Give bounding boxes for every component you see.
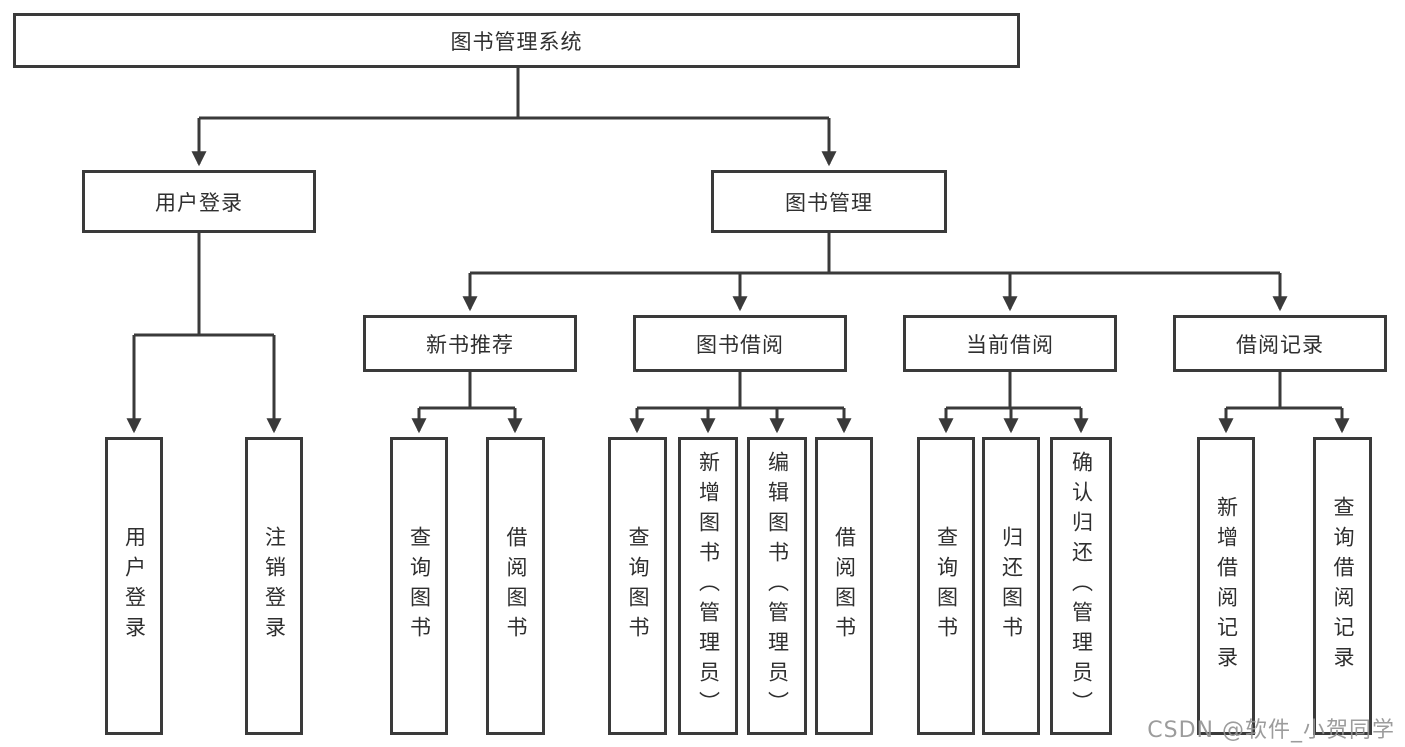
leaf-recommend-borrow-book-label: 借阅图书 xyxy=(504,526,528,646)
leaf-current-query-book: 查询图书 xyxy=(917,437,975,735)
node-borrow-records: 借阅记录 xyxy=(1173,315,1387,372)
csdn-watermark: CSDN @软件_小贺同学 xyxy=(1147,718,1395,743)
leaf-recommend-query-book-label: 查询图书 xyxy=(407,526,432,646)
node-book-borrow-label: 图书借阅 xyxy=(696,332,784,357)
leaf-return-book-label: 归还图书 xyxy=(999,526,1024,646)
node-book-management: 图书管理 xyxy=(711,170,947,233)
leaf-borrow-book-label: 借阅图书 xyxy=(832,526,857,646)
leaf-add-book-admin: 新增图书（管理员） xyxy=(678,437,738,735)
leaf-confirm-return-admin-label: 确认归还（管理员） xyxy=(1069,451,1094,721)
node-borrow-records-label: 借阅记录 xyxy=(1236,332,1324,357)
leaf-user-login: 用户登录 xyxy=(105,437,163,735)
node-root-label: 图书管理系统 xyxy=(450,29,583,54)
leaf-logout-label: 注销登录 xyxy=(262,526,287,646)
node-new-book-recommend: 新书推荐 xyxy=(363,315,577,372)
leaf-return-book: 归还图书 xyxy=(982,437,1040,735)
leaf-logout: 注销登录 xyxy=(245,437,303,735)
node-current-borrow: 当前借阅 xyxy=(903,315,1117,372)
leaf-add-borrow-record: 新增借阅记录 xyxy=(1197,437,1255,735)
leaf-borrow-book: 借阅图书 xyxy=(815,437,873,735)
leaf-add-book-admin-label: 新增图书（管理员） xyxy=(696,451,721,721)
leaf-borrow-query-book: 查询图书 xyxy=(608,437,667,735)
node-user-login-label: 用户登录 xyxy=(155,190,243,215)
node-new-book-recommend-label: 新书推荐 xyxy=(426,332,514,357)
leaf-current-query-book-label: 查询图书 xyxy=(934,526,959,646)
leaf-borrow-query-book-label: 查询图书 xyxy=(626,526,650,646)
node-current-borrow-label: 当前借阅 xyxy=(966,332,1054,357)
leaf-recommend-query-book: 查询图书 xyxy=(390,437,448,735)
node-root: 图书管理系统 xyxy=(13,13,1020,68)
node-book-borrow: 图书借阅 xyxy=(633,315,847,372)
leaf-edit-book-admin: 编辑图书（管理员） xyxy=(747,437,807,735)
leaf-add-borrow-record-label: 新增借阅记录 xyxy=(1214,496,1239,676)
leaf-confirm-return-admin: 确认归还（管理员） xyxy=(1050,437,1112,735)
leaf-query-borrow-record-label: 查询借阅记录 xyxy=(1331,496,1355,676)
leaf-recommend-borrow-book: 借阅图书 xyxy=(486,437,545,735)
leaf-user-login-label: 用户登录 xyxy=(122,526,147,646)
node-user-login: 用户登录 xyxy=(82,170,316,233)
leaf-edit-book-admin-label: 编辑图书（管理员） xyxy=(765,451,790,721)
leaf-query-borrow-record: 查询借阅记录 xyxy=(1313,437,1372,735)
node-book-management-label: 图书管理 xyxy=(785,190,873,215)
